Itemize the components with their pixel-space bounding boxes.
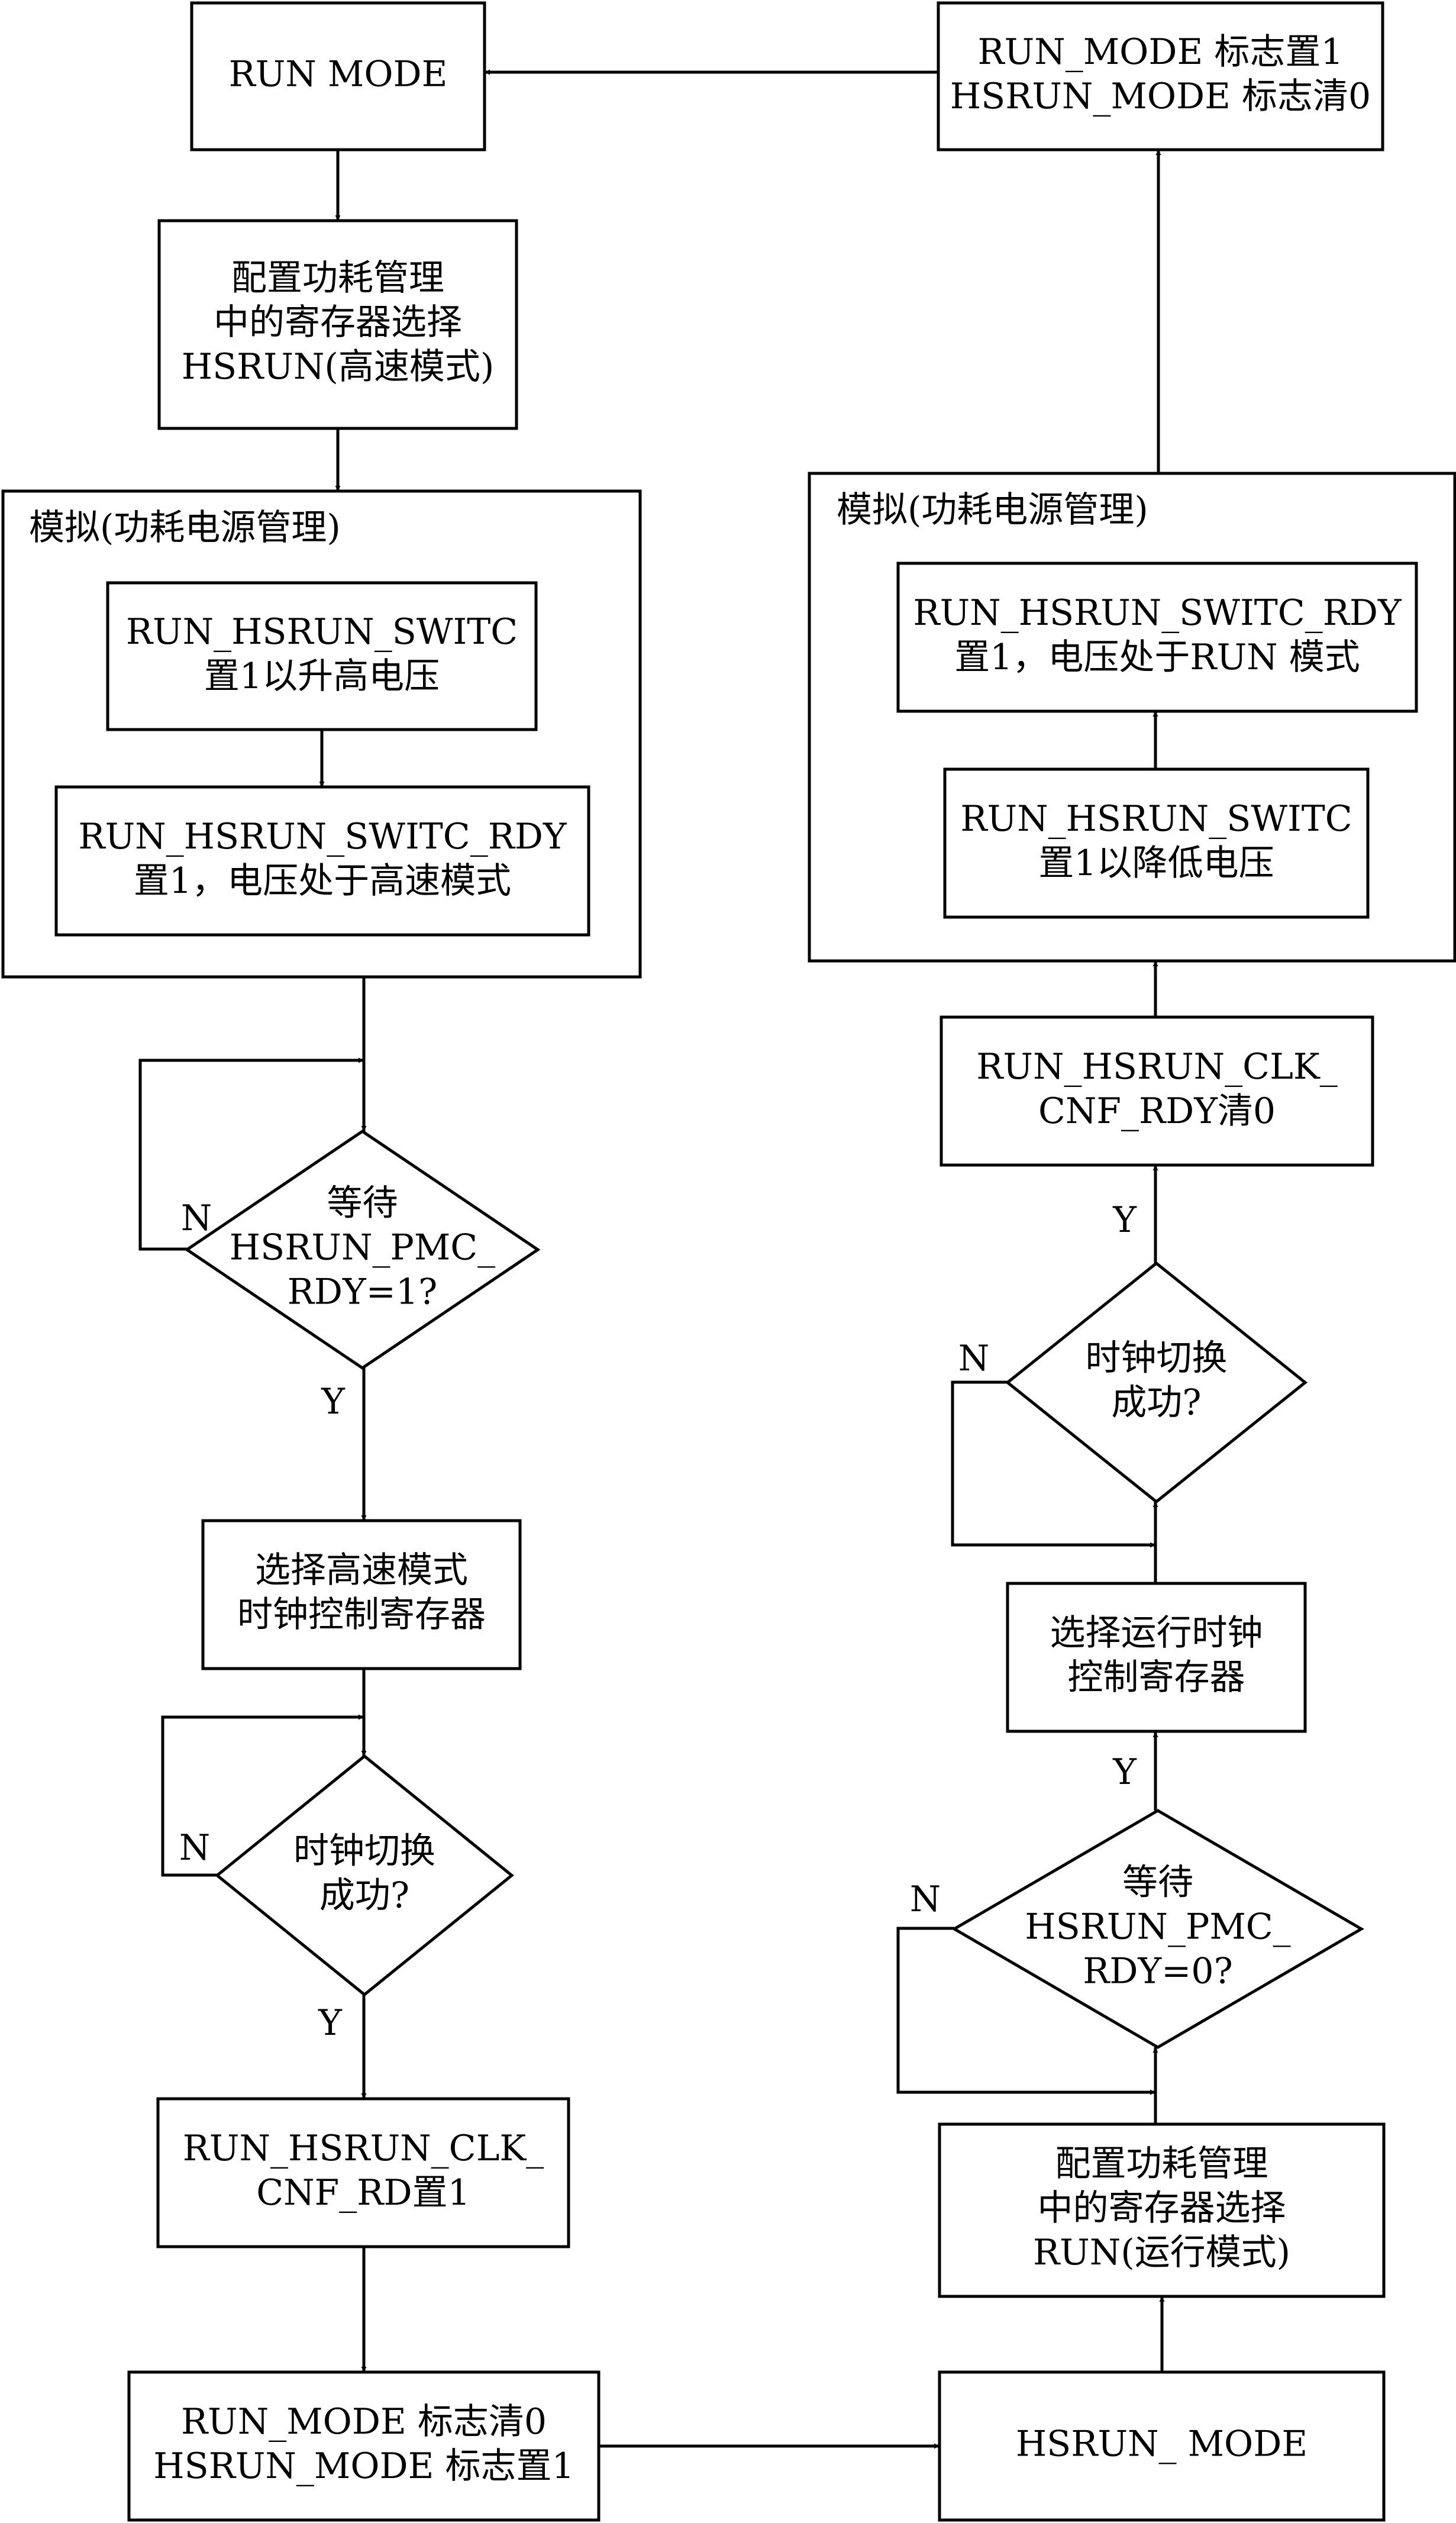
node-text-line: 配置功耗管理 [1055, 2143, 1268, 2185]
node-text-line: 时钟切换 [1086, 1338, 1228, 1379]
node-text-line: 成功? [319, 1875, 409, 1917]
node-text-line: RUN_HSRUN_CLK_ [183, 2128, 544, 2169]
container-sim-left [1, 489, 642, 979]
process-box [940, 1015, 1374, 1167]
node-text-line: RUN_HSRUN_SWITC_RDY [913, 592, 1402, 634]
node-text-line: HSRUN_ MODE [1016, 2424, 1308, 2465]
process-box [127, 2370, 601, 2522]
node-run-mode: RUN MODE [190, 1, 486, 151]
edge-l-clk-ok-to-l-clk-ok [161, 1714, 364, 1877]
process-box [156, 2097, 570, 2248]
node-text-line: RUN_HSRUN_SWITC [126, 611, 518, 653]
node-text-line: 中的寄存器选择 [1038, 2188, 1286, 2229]
node-text-line: HSRUN_PMC_ [1025, 1906, 1290, 1948]
node-text-line: 时钟控制寄存器 [237, 1594, 486, 1635]
node-text-line: HSRUN_MODE 标志清0 [950, 76, 1371, 117]
container-label: 模拟(功耗电源管理) [29, 507, 341, 549]
process-box [190, 1, 486, 151]
edge-label: N [179, 1827, 211, 1869]
process-box [1006, 1582, 1307, 1733]
node-text-line: 配置功耗管理 [231, 257, 444, 299]
node-text-line: RUN_HSRUN_CLK_ [976, 1046, 1338, 1088]
node-text-line: 成功? [1111, 1382, 1201, 1424]
decision-diamond [215, 1754, 514, 1997]
decision-diamond [951, 1809, 1364, 2049]
edge-l-wait-pmc-to-l-wait-pmc [138, 1057, 364, 1251]
node-text-line: RUN(运行模式) [1033, 2232, 1290, 2273]
edge-label: Y [318, 2002, 343, 2044]
node-text-line: 置1，电压处于RUN 模式 [954, 637, 1360, 678]
node-text-line: CNF_RDY清0 [1038, 1090, 1276, 1132]
edge-label: N [910, 1879, 941, 1920]
node-text-line: 中的寄存器选择 [214, 302, 462, 343]
node-text-line: 时钟切换 [293, 1831, 435, 1872]
decision-diamond [184, 1129, 541, 1370]
node-text-line: 置1，电压处于高速模式 [134, 860, 511, 902]
node-text-line: RDY=1? [288, 1272, 438, 1313]
node-l-clk-rd: RUN_HSRUN_CLK_CNF_RD置1 [156, 2097, 570, 2248]
node-text-line: RUN_HSRUN_SWITC_RDY [78, 816, 567, 857]
node-text-line: HSRUN(高速模式) [182, 346, 495, 388]
node-text-line: RUN_MODE 标志清0 [181, 2401, 547, 2443]
edge-label: N [958, 1338, 990, 1379]
process-box [157, 219, 518, 430]
edge-label: N [181, 1198, 212, 1239]
node-text-line: 等待 [1122, 1862, 1193, 1903]
edge-label: Y [1112, 1751, 1137, 1793]
node-text-line: 置1以降低电压 [1038, 843, 1274, 884]
node-text-line: 置1以升高电压 [204, 656, 440, 697]
node-text-line: RUN_MODE 标志置1 [977, 31, 1343, 73]
node-text-line: RDY=0? [1083, 1951, 1233, 1992]
container-label: 模拟(功耗电源管理) [837, 489, 1148, 531]
node-text-line: 等待 [327, 1183, 398, 1224]
node-text-line: 控制寄存器 [1068, 1657, 1245, 1698]
edge-label: Y [1112, 1199, 1137, 1241]
process-box [937, 1, 1384, 151]
process-box [201, 1519, 522, 1670]
node-text-line: 选择运行时钟 [1050, 1612, 1263, 1654]
process-box [943, 767, 1370, 919]
node-text-line: CNF_RD置1 [256, 2172, 470, 2214]
process-box [938, 2370, 1386, 2522]
process-box [896, 562, 1418, 713]
decision-diamond [1005, 1261, 1308, 1504]
node-hsrun-mode: HSRUN_ MODE [938, 2370, 1386, 2522]
node-text-line: RUN MODE [229, 54, 448, 95]
edge-r-clk-ok-to-r-clk-ok [951, 1380, 1155, 1548]
process-box [106, 581, 538, 731]
edge-r-wait-pmc-to-r-wait-pmc [896, 1927, 1155, 2095]
edge-label: Y [321, 1381, 346, 1422]
node-text-line: HSRUN_MODE 标志置1 [153, 2445, 574, 2487]
process-box [54, 785, 590, 937]
node-text-line: RUN_HSRUN_SWITC [960, 798, 1352, 840]
node-text-line: HSRUN_PMC_ [230, 1227, 495, 1269]
container-sim-right [808, 472, 1456, 963]
node-text-line: 选择高速模式 [255, 1550, 468, 1591]
process-box [938, 2122, 1386, 2298]
node-r-clk-rdy: RUN_HSRUN_CLK_CNF_RDY清0 [940, 1015, 1374, 1167]
